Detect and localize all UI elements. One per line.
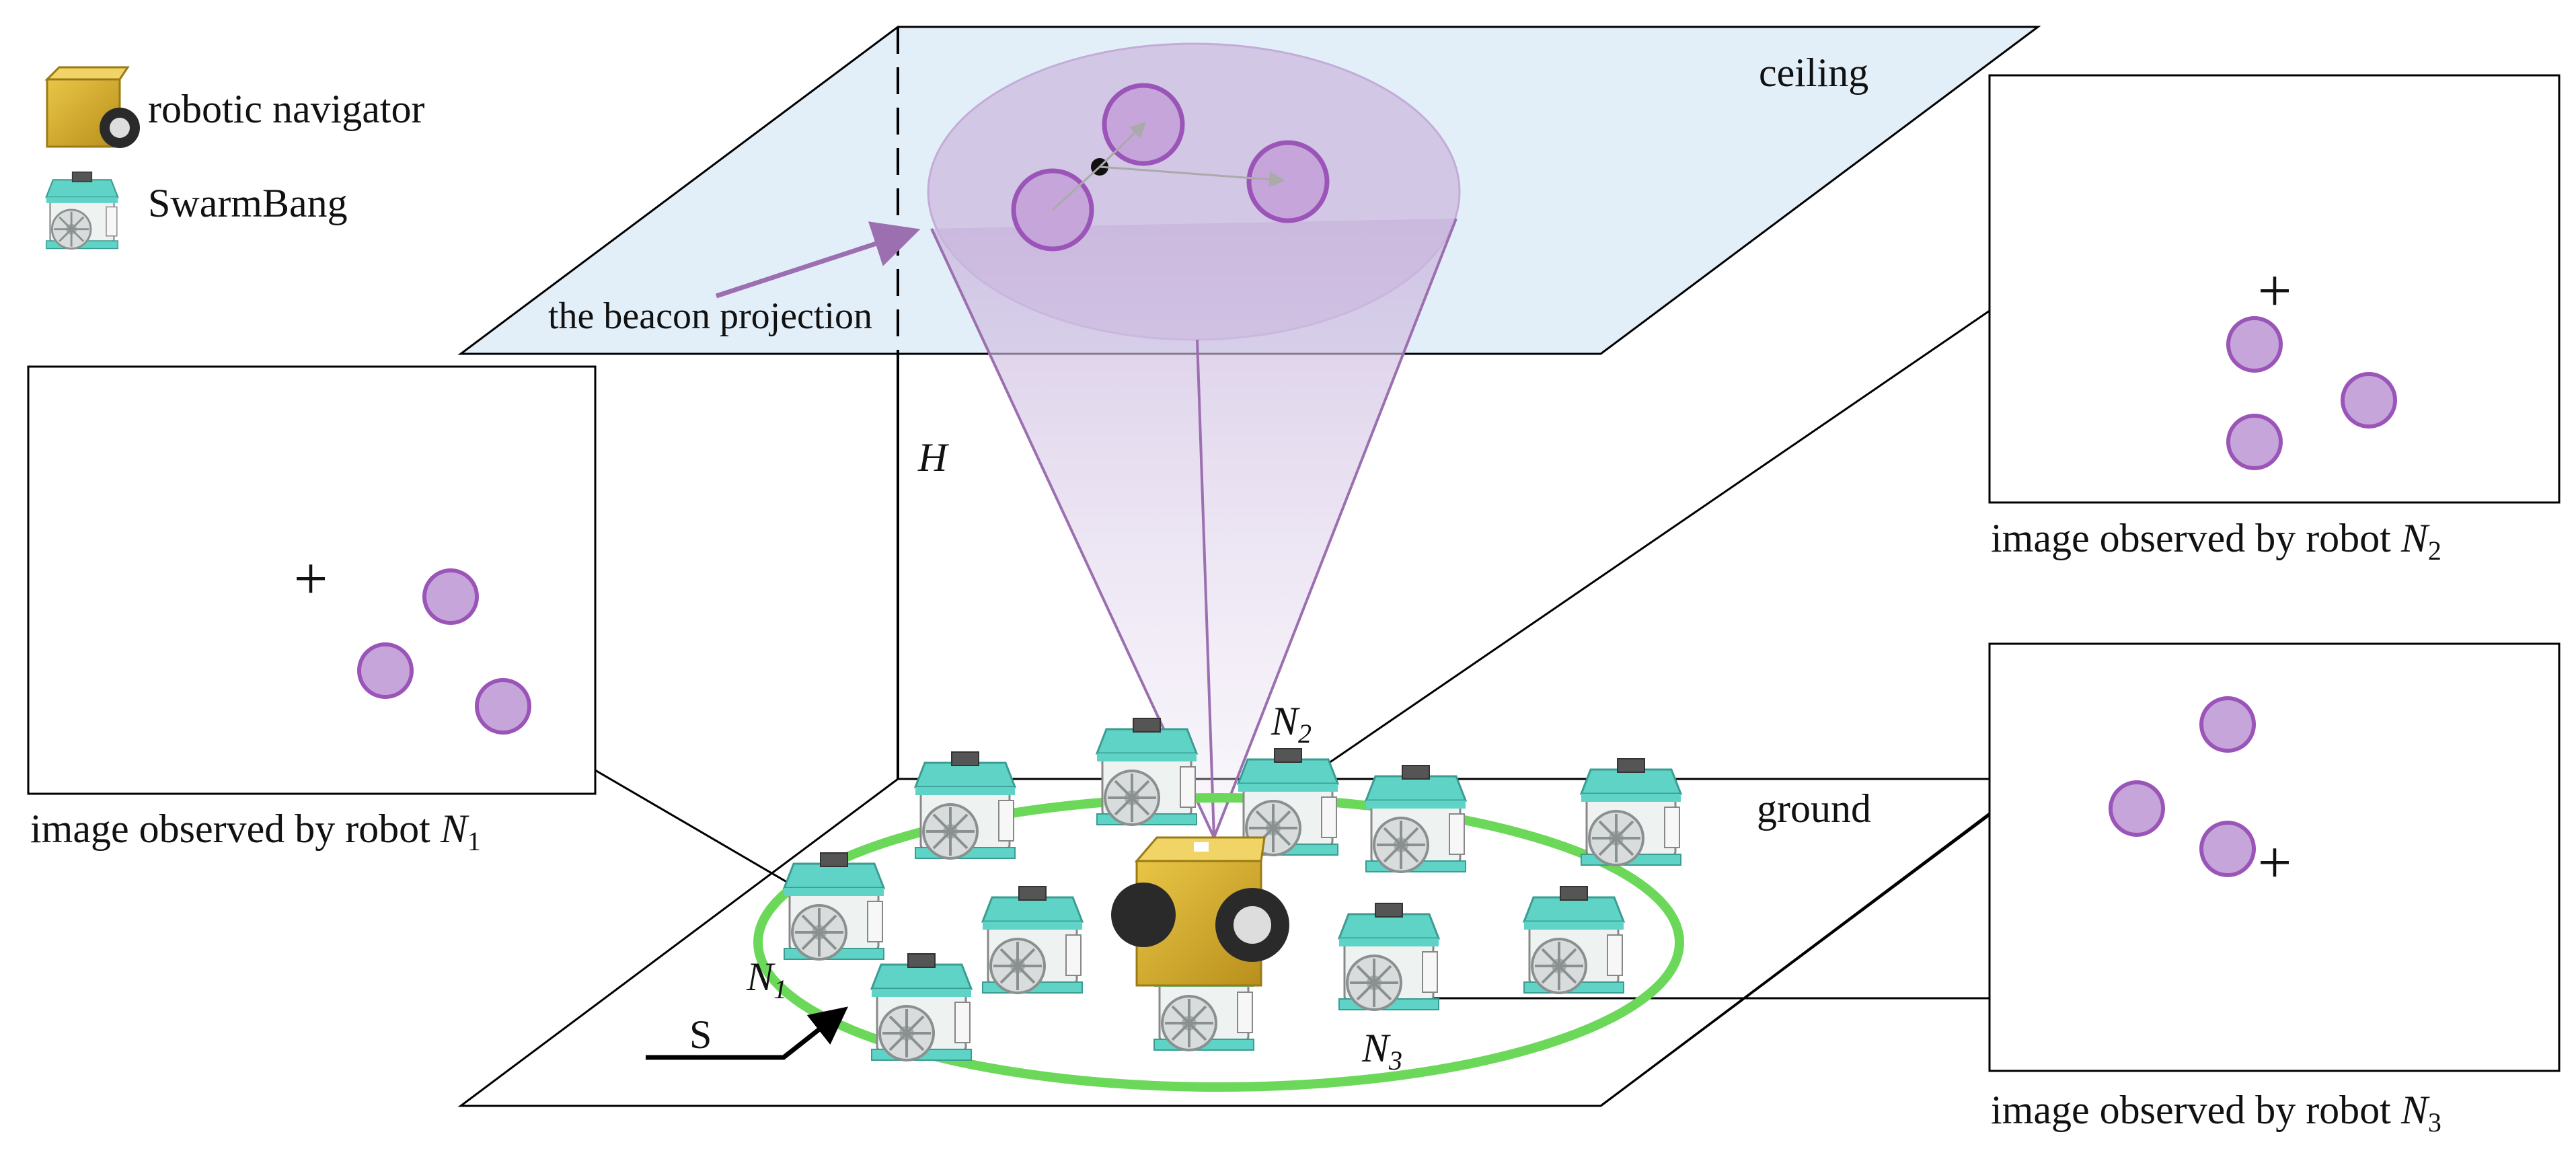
swarm-robot: [870, 953, 973, 1061]
panel-n1-beacon: [357, 642, 414, 699]
panel-n2-beacon: [2226, 316, 2283, 373]
navigator-legend-icon: [44, 66, 140, 148]
n2-connector: [1318, 309, 1990, 772]
legend-swarm-label: SwarmBang: [148, 181, 348, 225]
swarm-robot: [1580, 757, 1682, 866]
panel-n1-beacon: [475, 678, 531, 735]
panel-n2-beacon: [2341, 372, 2397, 428]
swarm-robot-n3: [1338, 902, 1440, 1011]
swarm-robot: [1096, 717, 1198, 826]
robot-n3-label: N3: [1361, 1026, 1402, 1076]
beacon-axis-neg: [1051, 165, 1101, 211]
panel-n3: [1988, 642, 2561, 1072]
legend: robotic navigator SwarmBang: [44, 66, 425, 250]
robot-n1-label: N1: [746, 955, 787, 1004]
swarm-circle: [753, 793, 1684, 1092]
swarm-robot: [981, 885, 1084, 994]
n1-connector: [595, 769, 798, 889]
panel-n3-crosshair: +: [2258, 829, 2292, 896]
start-arrow: [646, 1006, 848, 1060]
light-cone: [932, 219, 1456, 837]
panel-n3-beacon: [2199, 821, 2256, 877]
cone-edge-center: [1196, 339, 1215, 838]
n3-panel-edge: [1600, 812, 1990, 1107]
panel-n2-crosshair: +: [2258, 258, 2292, 324]
beacon-axis-y: [1098, 121, 1147, 168]
beacon-right: [1246, 140, 1330, 223]
swarm-robot: [914, 751, 1016, 860]
swarm-robot-n1: [783, 852, 885, 961]
panel-n3-caption: image observed by robot N3: [1991, 1088, 2441, 1137]
legend-navigator-label: robotic navigator: [148, 87, 425, 131]
beacon-axis-x: [1099, 165, 1285, 188]
beacon-projection-arrow: [715, 221, 921, 299]
ground-label: ground: [1757, 786, 1871, 831]
panel-n2-beacon: [2226, 414, 2283, 470]
cone-edge-right: [1213, 218, 1457, 838]
robotic-navigator: [1111, 836, 1289, 987]
panel-n1-caption: image observed by robot N1: [30, 807, 481, 856]
panel-n3-beacon: [2199, 696, 2256, 753]
swarm-robot: [1365, 764, 1467, 873]
panel-n1-crosshair: +: [294, 546, 328, 612]
swarmbang-legend-icon: [45, 171, 119, 250]
ceiling-label: ceiling: [1759, 50, 1868, 95]
swarm-robot: [1523, 885, 1625, 994]
panel-n1-beacon: [422, 568, 479, 625]
beacon-projection-label: the beacon projection: [548, 295, 872, 337]
height-label: H: [917, 435, 950, 480]
robot-n2-label: N2: [1271, 699, 1312, 749]
start-label: S: [689, 1012, 712, 1057]
panel-n3-beacon: [2109, 780, 2165, 837]
panel-n2-caption: image observed by robot N2: [1991, 516, 2441, 566]
